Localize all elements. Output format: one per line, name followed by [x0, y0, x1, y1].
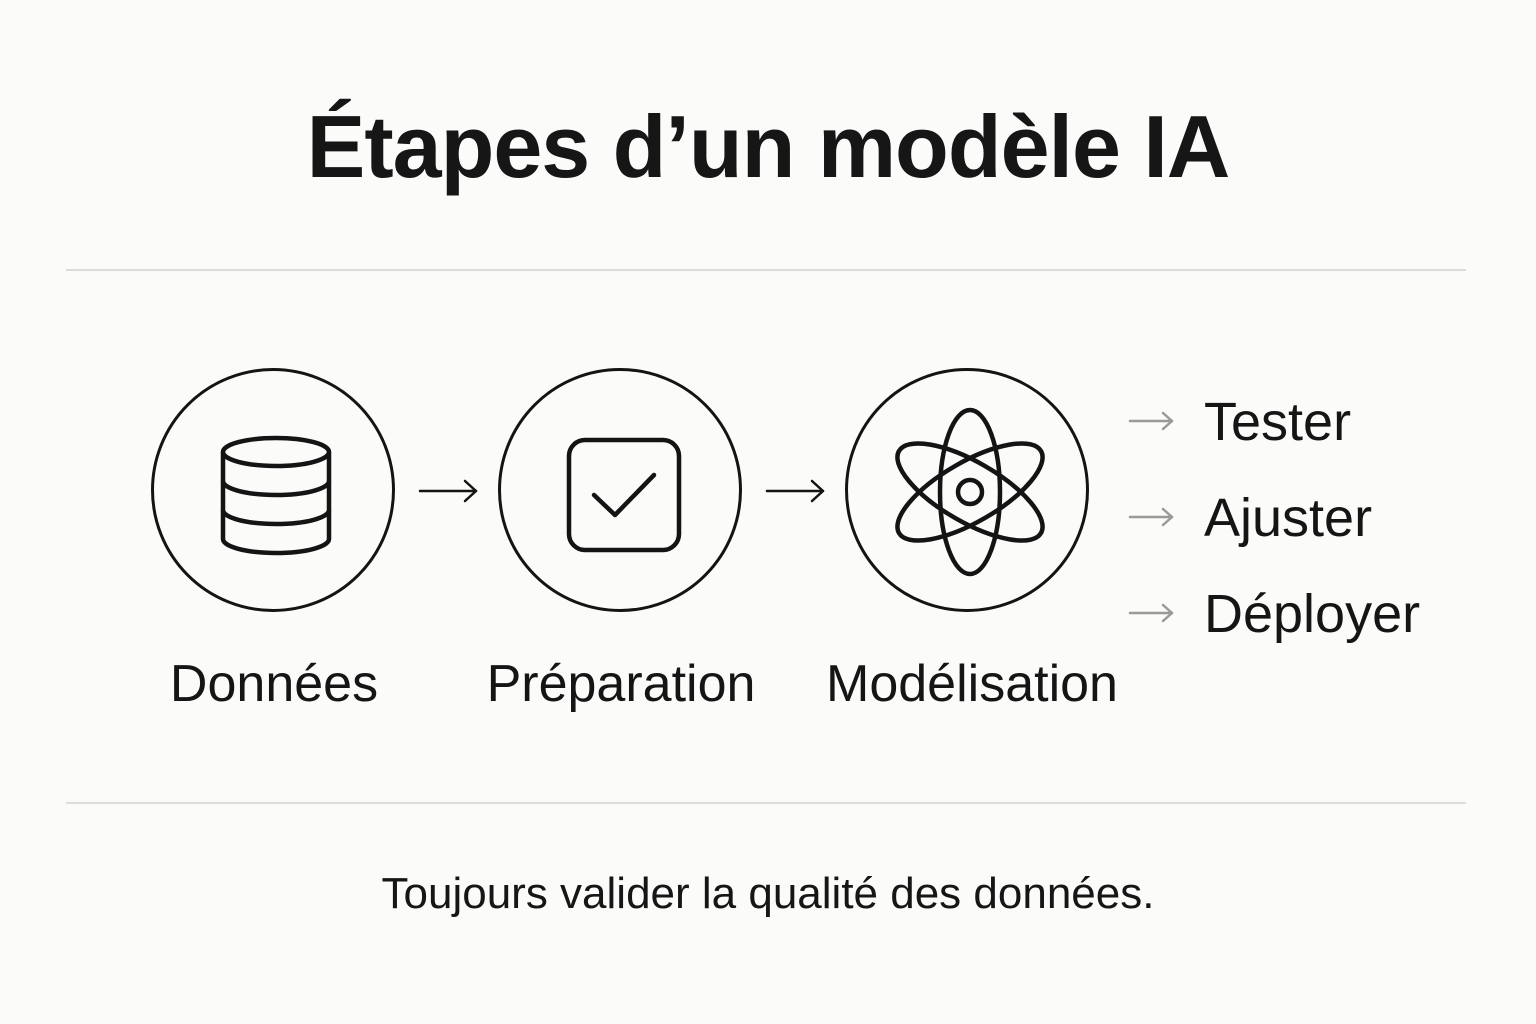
diagram-title: Étapes d’un modèle IA [306, 97, 1231, 196]
top-divider [66, 269, 1466, 271]
arrow-right-icon [1128, 411, 1174, 431]
arrow-right-icon [418, 479, 478, 503]
step-label-modelisation: Modélisation [826, 655, 1118, 713]
checkbox-icon [566, 437, 682, 553]
database-icon [220, 435, 332, 556]
atom-icon [895, 407, 1045, 577]
step-label-preparation: Préparation [486, 655, 756, 713]
bottom-divider [66, 802, 1466, 804]
step-label-donnees: Données [169, 655, 379, 713]
step-circle-modelisation [845, 368, 1089, 612]
substep-ajuster: Ajuster [1128, 488, 1468, 548]
substep-label: Ajuster [1204, 488, 1373, 548]
substep-label: Tester [1204, 392, 1352, 452]
substep-deployer: Déployer [1128, 584, 1468, 644]
footer-note: Toujours valider la qualité des données. [381, 869, 1155, 918]
arrow-right-icon [1128, 507, 1174, 527]
step-circle-donnees [151, 368, 395, 612]
substep-label: Déployer [1204, 584, 1421, 644]
arrow-right-icon [1128, 603, 1174, 623]
step-circle-preparation [498, 368, 742, 612]
substep-tester: Tester [1128, 392, 1468, 452]
arrow-right-icon [765, 479, 825, 503]
